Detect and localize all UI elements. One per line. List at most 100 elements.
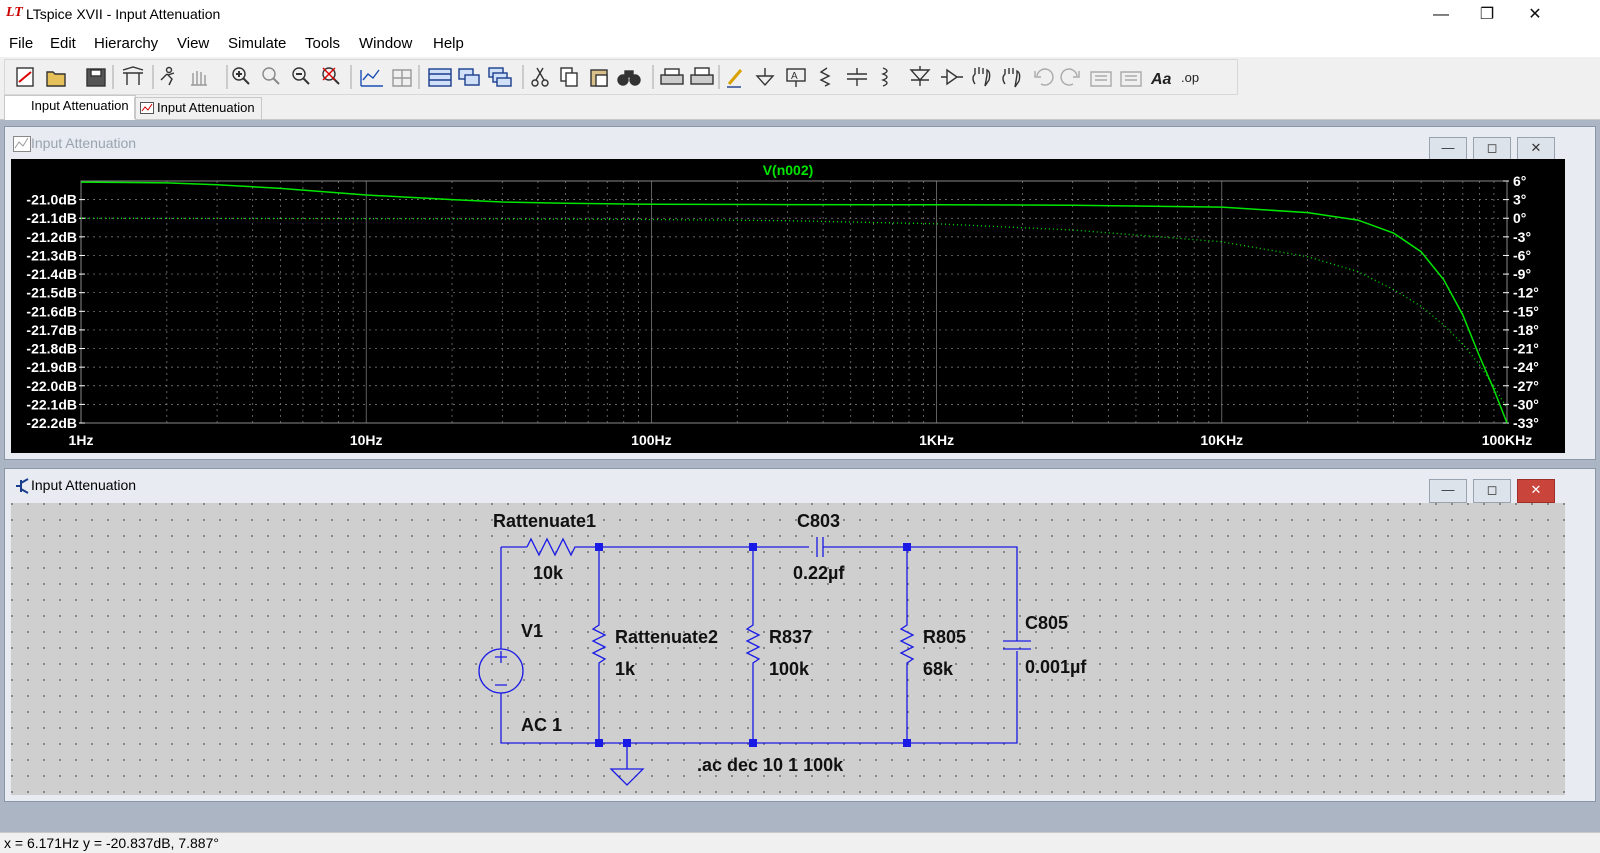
print-icon[interactable]: [690, 67, 714, 85]
label-net-icon[interactable]: A: [786, 68, 806, 87]
schematic-drawing[interactable]: Rattenuate1 10k C803 0.22µf Rattenuate2 …: [11, 503, 1565, 795]
waveform-window-caption[interactable]: Input Attenuation — ◻ ✕: [5, 127, 1595, 161]
new-schematic-icon[interactable]: [16, 67, 34, 87]
menu-help[interactable]: Help: [433, 35, 464, 52]
r837-name[interactable]: R837: [769, 627, 812, 647]
r837-value[interactable]: 100k: [769, 659, 810, 679]
diode-icon[interactable]: [909, 66, 931, 86]
menu-window[interactable]: Window: [359, 35, 413, 52]
v1-value[interactable]: AC 1: [521, 715, 562, 735]
copy-icon[interactable]: [560, 67, 578, 87]
close-button[interactable]: ✕: [1528, 6, 1542, 23]
cut-icon[interactable]: [531, 67, 549, 87]
y-left-tick-label: -22.0dB: [26, 378, 77, 394]
y-right-tick-label: 0°: [1513, 210, 1526, 226]
v1-name[interactable]: V1: [521, 621, 543, 641]
rattenuate1-name[interactable]: Rattenuate1: [493, 511, 596, 531]
y-left-tick-label: -22.2dB: [26, 415, 77, 431]
y-right-tick-label: -6°: [1513, 247, 1531, 263]
draw-wire-icon[interactable]: [727, 69, 743, 88]
y-right-tick-label: -3°: [1513, 229, 1531, 245]
y-left-tick-label: -21.8dB: [26, 341, 77, 357]
c803-name[interactable]: C803: [797, 511, 840, 531]
save-icon[interactable]: [86, 68, 106, 87]
plot-traces: [80, 181, 1508, 424]
drag-icon[interactable]: [1002, 68, 1021, 88]
y-right-tick-label: -9°: [1513, 266, 1531, 282]
zoom-out-icon[interactable]: [292, 67, 310, 85]
schematic-close-button[interactable]: ✕: [1517, 479, 1555, 503]
inductor-icon[interactable]: [881, 67, 888, 87]
waveform-close-button[interactable]: ✕: [1517, 137, 1555, 161]
tab-waveform[interactable]: Input Attenuation: [134, 97, 262, 119]
halt-icon[interactable]: [191, 71, 207, 86]
y-left-tick-label: -21.0dB: [26, 192, 77, 208]
run-icon[interactable]: [160, 66, 175, 86]
menu-hierarchy[interactable]: Hierarchy: [94, 35, 159, 52]
control-panel-icon[interactable]: [122, 66, 144, 85]
ground-icon[interactable]: [755, 68, 775, 87]
y-right-tick-label: -27°: [1513, 378, 1539, 394]
grid-icon[interactable]: [392, 69, 412, 87]
component-icon[interactable]: [941, 68, 963, 86]
schematic-minimize-button[interactable]: —: [1429, 479, 1467, 503]
schematic-maximize-button[interactable]: ◻: [1473, 479, 1511, 503]
resistor-icon[interactable]: [819, 67, 831, 87]
y-left-tick-label: -22.1dB: [26, 396, 77, 412]
capacitor-icon[interactable]: [847, 68, 867, 86]
schematic-canvas[interactable]: Rattenuate1 10k C803 0.22µf Rattenuate2 …: [11, 503, 1565, 795]
waveform-maximize-button[interactable]: ◻: [1473, 137, 1511, 161]
zoom-in-icon[interactable]: [232, 67, 250, 85]
ac-directive[interactable]: .ac dec 10 1 100k: [697, 755, 844, 775]
x-tick-label: 10KHz: [1200, 432, 1243, 448]
tab-schematic[interactable]: Input Attenuation: [4, 95, 136, 120]
zoom-pan-icon[interactable]: [262, 67, 280, 85]
tile-vertical-icon[interactable]: [458, 68, 480, 86]
print-setup-icon[interactable]: [660, 68, 684, 85]
mirror-icon[interactable]: [1120, 71, 1142, 87]
r805-name[interactable]: R805: [923, 627, 966, 647]
y-left-tick-label: -21.1dB: [26, 210, 77, 226]
spice-directive-icon[interactable]: .op: [1181, 70, 1199, 85]
rattenuate2-name[interactable]: Rattenuate2: [615, 627, 718, 647]
menu-tools[interactable]: Tools: [305, 35, 341, 52]
rattenuate1-value[interactable]: 10k: [533, 563, 564, 583]
cascade-icon[interactable]: [488, 67, 512, 87]
y-left-tick-label: -21.2dB: [26, 229, 77, 245]
plot-area[interactable]: V(n002) -21.0dB-21.1dB-21.2dB-21.3dB-21.…: [11, 159, 1565, 453]
plot-title[interactable]: V(n002): [763, 162, 814, 178]
text-icon[interactable]: Aa: [1150, 71, 1172, 88]
redo-icon[interactable]: [1060, 68, 1080, 86]
cursor-readout: x = 6.171Hz y = -20.837dB, 7.887°: [4, 835, 219, 851]
find-icon[interactable]: [617, 70, 641, 86]
restore-button[interactable]: ❐: [1479, 6, 1495, 23]
move-icon[interactable]: [972, 67, 991, 87]
c805-value[interactable]: 0.001µf: [1025, 657, 1087, 677]
toolbar-icons: A Aa .op: [16, 65, 1199, 89]
schematic-window-caption[interactable]: Input Attenuation — ◻ ✕: [5, 469, 1595, 503]
undo-icon[interactable]: [1034, 68, 1054, 86]
tile-horizontal-icon[interactable]: [428, 68, 452, 87]
menu-simulate[interactable]: Simulate: [228, 35, 287, 52]
r805-value[interactable]: 68k: [923, 659, 954, 679]
y-right-tick-label: -24°: [1513, 359, 1539, 375]
menu-edit[interactable]: Edit: [50, 35, 76, 52]
c805-name[interactable]: C805: [1025, 613, 1068, 633]
bode-plot[interactable]: V(n002) -21.0dB-21.1dB-21.2dB-21.3dB-21.…: [11, 159, 1565, 453]
zoom-fit-icon[interactable]: [322, 67, 340, 85]
autorange-icon[interactable]: [360, 69, 383, 87]
minimize-button[interactable]: —: [1433, 6, 1449, 23]
waveform-window[interactable]: Input Attenuation — ◻ ✕ V(n002) -21.0dB -…: [4, 126, 1596, 460]
open-icon[interactable]: [46, 71, 66, 87]
waveform-minimize-button[interactable]: —: [1429, 137, 1467, 161]
menu-file[interactable]: File: [9, 35, 34, 52]
paste-icon[interactable]: [590, 69, 608, 87]
title-bar: LT LTspice XVII - Input Attenuation — ❐ …: [0, 0, 1600, 29]
menu-view[interactable]: View: [177, 35, 210, 52]
rattenuate2-value[interactable]: 1k: [615, 659, 636, 679]
schematic-window[interactable]: Input Attenuation — ◻ ✕: [4, 468, 1596, 802]
waveform-window-title: Input Attenuation: [31, 135, 137, 151]
rotate-icon[interactable]: [1090, 71, 1112, 87]
y-right-tick-label: -30°: [1513, 396, 1539, 412]
c803-value[interactable]: 0.22µf: [793, 563, 845, 583]
